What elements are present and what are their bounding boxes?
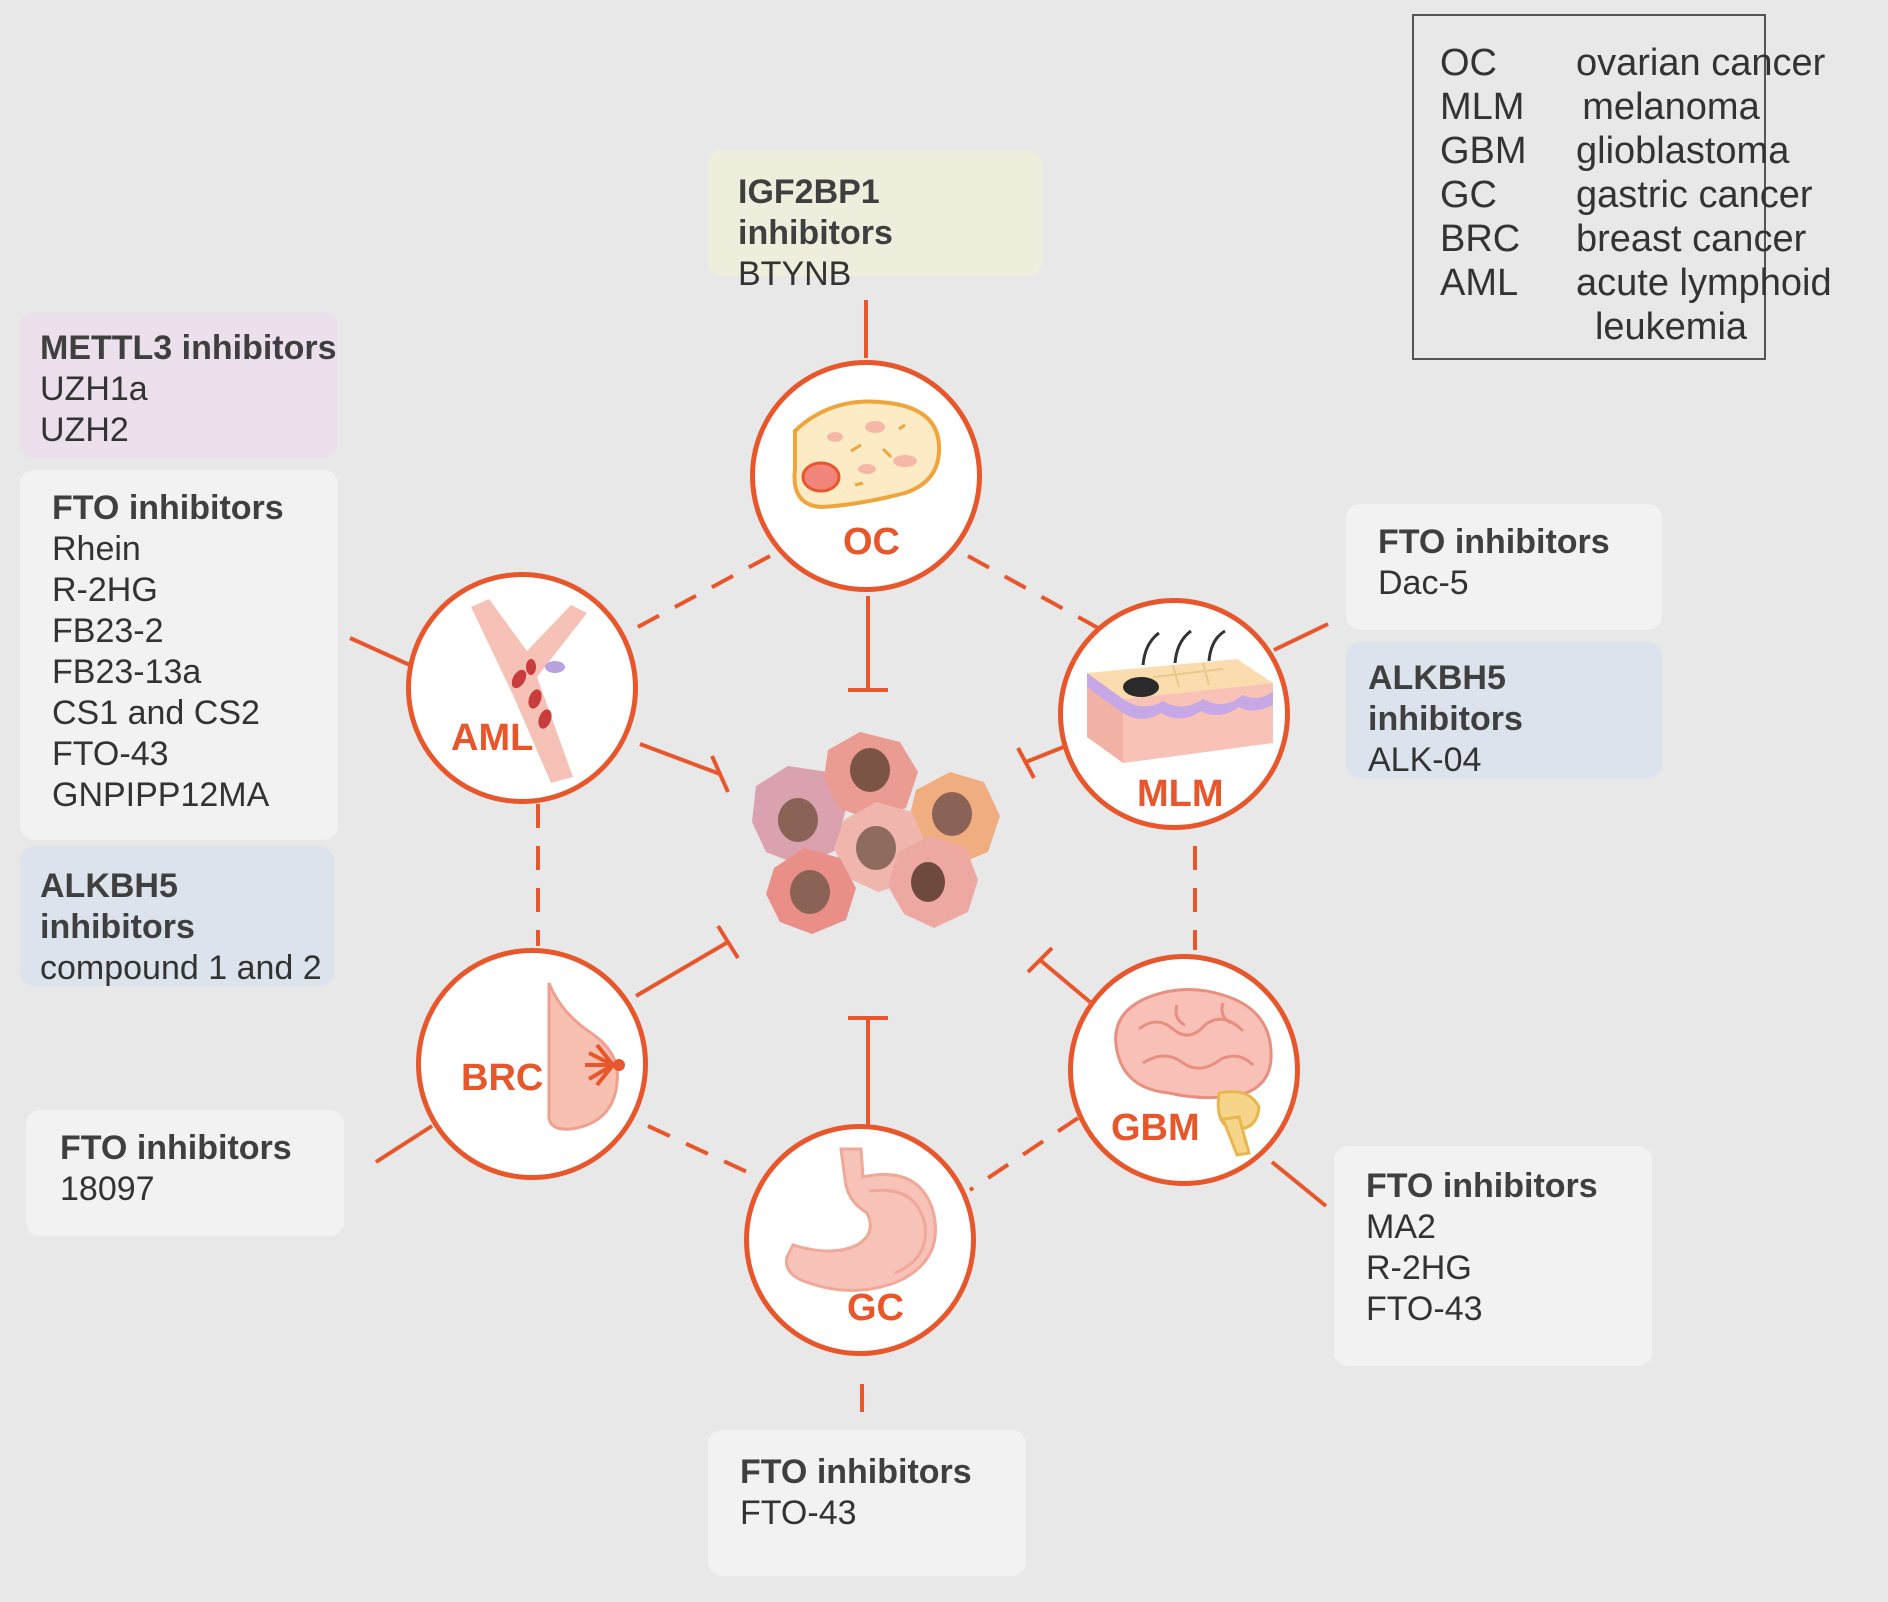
node-label: GC xyxy=(847,1287,904,1329)
legend-definition: gastric cancer xyxy=(1576,174,1813,216)
box-header: FTO inhibitors xyxy=(52,489,284,527)
node-label: AML xyxy=(451,717,534,759)
inhibitor-name: MA2 xyxy=(1366,1208,1436,1246)
blood-vessel-icon xyxy=(471,599,587,783)
box-header: ALKBH5 inhibitors xyxy=(40,867,195,946)
inhibitor-name: UZH2 xyxy=(40,411,129,449)
node-label: OC xyxy=(843,521,900,563)
node-gbm: GBM xyxy=(1068,954,1300,1186)
legend-abbr: GBM xyxy=(1440,130,1527,172)
legend-abbr: OC xyxy=(1440,42,1497,84)
inhibitor-name: ALK-04 xyxy=(1368,741,1482,779)
legend-definition: leukemia xyxy=(1594,306,1748,348)
inhibitor-name: R-2HG xyxy=(1366,1249,1472,1287)
inhibitor-name: compound 1 and 2 xyxy=(40,949,322,987)
inhibitor-name: 18097 xyxy=(60,1170,155,1208)
inhibitor-name: FTO-43 xyxy=(1366,1290,1483,1328)
breast-icon xyxy=(547,982,625,1131)
fto-inhibitors-box-aml: FTO inhibitors Rhein R-2HG FB23-2 FB23-1… xyxy=(20,470,338,840)
legend-definition: melanoma xyxy=(1582,86,1760,128)
legend-definition: acute lymphoid xyxy=(1576,262,1832,304)
inhibitor-name: BTYNB xyxy=(738,255,852,293)
dashed-ring xyxy=(536,554,1197,1192)
tumor-cell-cluster-icon xyxy=(752,732,1000,934)
box-header: FTO inhibitors xyxy=(60,1129,292,1167)
abbreviation-legend: OC ovarian cancer MLM melanoma GBM gliob… xyxy=(1412,14,1832,360)
skin-layer-icon xyxy=(1087,629,1273,763)
fto-inhibitors-box-gbm: FTO inhibitors MA2 R-2HG FTO-43 xyxy=(1334,1146,1652,1366)
fto-inhibitors-box-gc: FTO inhibitors FTO-43 xyxy=(708,1430,1026,1576)
inhibitor-name: CS1 and CS2 xyxy=(52,694,260,732)
node-mlm: MLM xyxy=(1058,598,1290,830)
inhibitor-name: UZH1a xyxy=(40,370,148,408)
fto-inhibitors-box-brc: FTO inhibitors 18097 xyxy=(26,1110,344,1236)
inhibitor-name: Rhein xyxy=(52,530,141,568)
legend-definition: breast cancer xyxy=(1576,218,1807,260)
box-header: FTO inhibitors xyxy=(1378,523,1610,561)
node-aml: AML xyxy=(406,572,638,804)
node-oc: OC xyxy=(750,360,982,592)
node-brc: BRC xyxy=(416,948,648,1180)
inhibitor-name: FB23-2 xyxy=(52,612,164,650)
inhibitor-name: FB23-13a xyxy=(52,653,202,691)
node-label: GBM xyxy=(1111,1107,1200,1149)
inhibition-arrows xyxy=(634,596,1092,1140)
inhibitor-name: R-2HG xyxy=(52,571,158,609)
box-header: FTO inhibitors xyxy=(740,1453,972,1491)
legend-definition: ovarian cancer xyxy=(1576,42,1826,84)
node-label: BRC xyxy=(461,1057,544,1099)
legend-abbr: MLM xyxy=(1440,86,1525,128)
inhibitor-name: FTO-43 xyxy=(740,1494,857,1532)
inhibitor-name: Dac-5 xyxy=(1378,564,1469,602)
node-gc: GC xyxy=(744,1124,976,1356)
brain-icon xyxy=(1114,987,1273,1157)
mettl3-inhibitors-box: METTL3 inhibitors UZH1a UZH2 xyxy=(20,312,338,458)
alkbh5-inhibitors-box-aml: ALKBH5 inhibitors compound 1 and 2 xyxy=(20,846,334,987)
alkbh5-inhibitors-box-mlm: ALKBH5 inhibitors ALK-04 xyxy=(1346,642,1662,779)
legend-abbr: AML xyxy=(1440,262,1519,304)
box-header: METTL3 inhibitors xyxy=(40,329,337,367)
igf2bp1-inhibitors-box: IGF2BP1 inhibitors BTYNB xyxy=(708,150,1042,293)
box-header: IGF2BP1 inhibitors xyxy=(738,173,893,252)
stomach-icon xyxy=(784,1147,937,1292)
fto-inhibitors-box-mlm: FTO inhibitors Dac-5 xyxy=(1346,504,1662,630)
box-header: FTO inhibitors xyxy=(1366,1167,1598,1205)
legend-abbr: GC xyxy=(1440,174,1497,216)
inhibitor-name: FTO-43 xyxy=(52,735,169,773)
legend-abbr: BRC xyxy=(1440,218,1521,260)
legend-definition: glioblastoma xyxy=(1576,130,1790,172)
box-connector-lines xyxy=(349,300,1329,1412)
node-label: MLM xyxy=(1137,773,1224,815)
box-header: ALKBH5 inhibitors xyxy=(1368,659,1523,738)
inhibitor-name: GNPIPP12MA xyxy=(52,776,270,814)
ovarian-cell-icon xyxy=(792,399,942,510)
